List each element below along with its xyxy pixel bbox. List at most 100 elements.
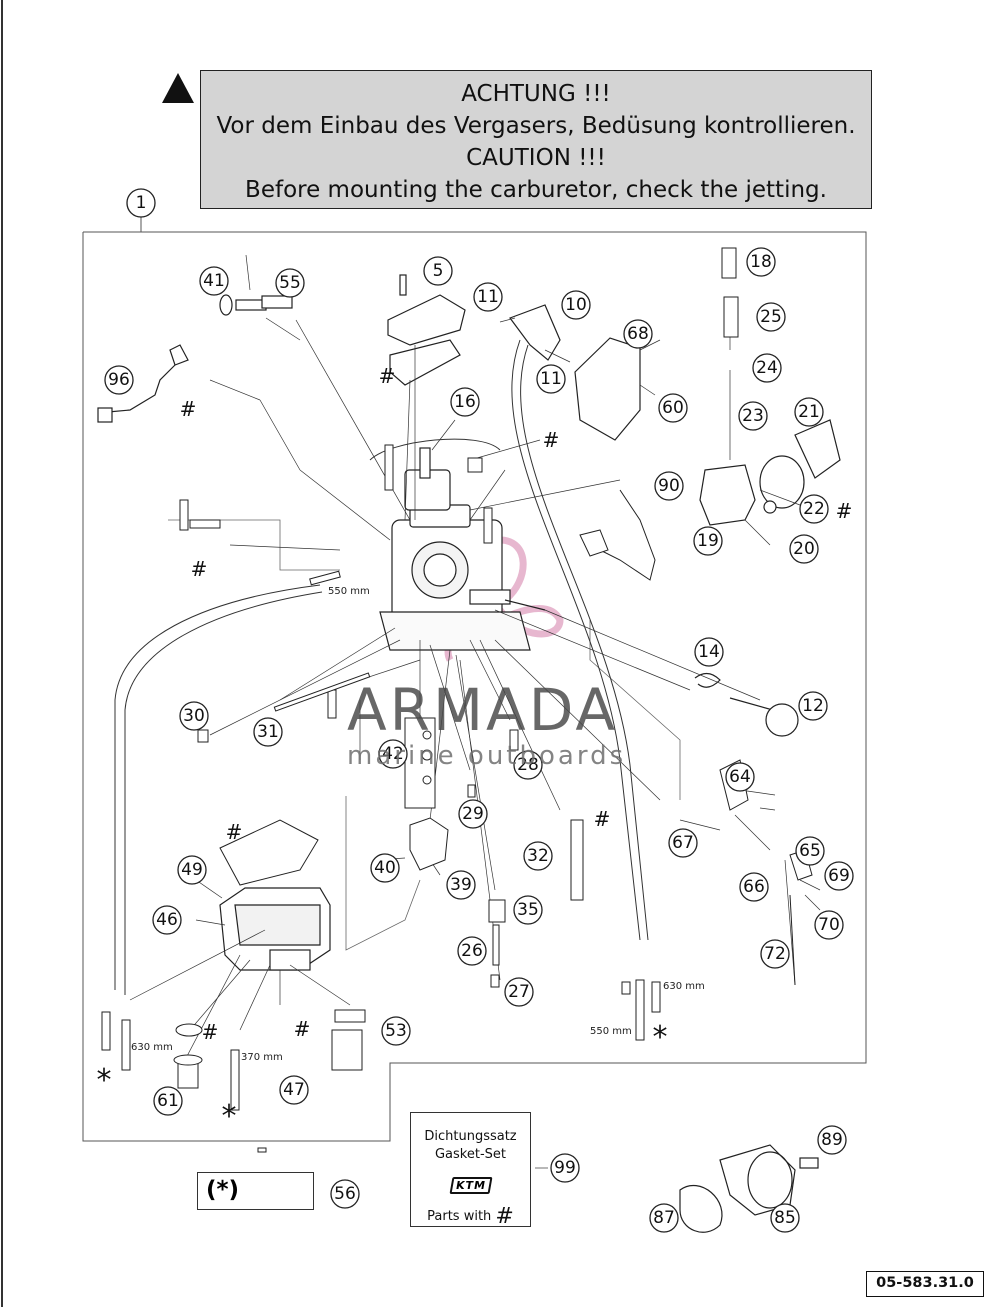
throttle-shaft (694, 672, 799, 737)
callout-20: 20 (793, 539, 815, 559)
callout-68: 68 (627, 324, 649, 344)
callout-32: 32 (527, 846, 549, 866)
callout-22: 22 (803, 499, 825, 519)
callout-circles (104, 188, 854, 1233)
callout-99: 99 (554, 1158, 576, 1178)
callout-41: 41 (203, 271, 225, 291)
warning-text-de: Vor dem Einbau des Vergasers, Bedüsung k… (216, 113, 856, 139)
watermark-subtitle: marine outboards (347, 741, 627, 771)
parts-with-label: Parts with (427, 1209, 492, 1224)
callout-11: 11 (477, 287, 499, 307)
inner-frame-left (168, 519, 340, 571)
hash-mark: # (294, 1017, 311, 1041)
hose-90 (599, 489, 656, 581)
callout-19: 19 (697, 531, 719, 551)
inner-frame-lower (345, 796, 421, 951)
callout-87: 87 (653, 1208, 675, 1228)
side-cover (574, 337, 641, 441)
callout-18: 18 (750, 252, 772, 272)
sensor-96 (97, 344, 189, 423)
callout-67: 67 (672, 833, 694, 853)
star-mark: * (222, 1099, 237, 1134)
top-cover (387, 274, 466, 386)
callout-25: 25 (760, 307, 782, 327)
warning-text-en: Before mounting the carburetor, check th… (245, 177, 827, 203)
watermark-brand: ARMADA (347, 676, 619, 744)
hash-mark: # (202, 1020, 219, 1044)
choke-parts (219, 294, 293, 316)
gasket-set-label-en: Gasket-Set (434, 1147, 506, 1162)
parts-with-note: Parts with # (411, 1204, 530, 1229)
callout-14: 14 (698, 642, 720, 662)
callout-27: 27 (508, 982, 530, 1002)
overflow-hose-left-b (124, 591, 323, 995)
callout-64: 64 (729, 767, 751, 787)
callout-60: 60 (662, 398, 684, 418)
callout-31: 31 (257, 722, 279, 742)
callout-21: 21 (798, 402, 820, 422)
vent-hose-right (511, 339, 641, 941)
warning-title-en: CAUTION !!! (466, 145, 606, 171)
callout-85: 85 (774, 1208, 796, 1228)
callout-30: 30 (183, 706, 205, 726)
callout-29: 29 (462, 804, 484, 824)
callout-47: 47 (283, 1080, 305, 1100)
vent-hose-right-b (520, 344, 649, 941)
warning-title-de: ACHTUNG !!! (461, 81, 611, 107)
callout-11: 11 (540, 369, 562, 389)
hardware-parts (101, 247, 813, 1201)
callout-46: 46 (156, 910, 178, 930)
callout-55: 55 (279, 273, 301, 293)
ktm-logo-icon: KTM (449, 1177, 493, 1194)
callout-24: 24 (756, 358, 778, 378)
bowl-gasket (219, 819, 319, 886)
callout-61: 61 (157, 1091, 179, 1111)
carburetor-body (379, 447, 546, 651)
callout-10: 10 (565, 295, 587, 315)
top-hose (369, 438, 501, 461)
accelerator-pump (699, 419, 841, 526)
callout-12: 12 (802, 696, 824, 716)
callout-89: 89 (821, 1130, 843, 1150)
sensor-connector (579, 529, 609, 557)
star-parts-label: (*) (206, 1177, 240, 1203)
dimension-label: 550 mm (590, 1026, 632, 1037)
callout-16: 16 (454, 392, 476, 412)
callout-70: 70 (818, 915, 840, 935)
callout-65: 65 (799, 841, 821, 861)
callout-66: 66 (743, 877, 765, 897)
callout-39: 39 (450, 875, 472, 895)
callout-90: 90 (658, 476, 680, 496)
hash-mark: # (191, 557, 208, 581)
warning-triangle-icon (162, 73, 194, 103)
dimension-label: 370 mm (241, 1052, 283, 1063)
float-bowl (219, 887, 331, 971)
callout-96: 96 (108, 370, 130, 390)
callout-53: 53 (385, 1021, 407, 1041)
callout-5: 5 (433, 261, 444, 281)
inner-frame-right (589, 620, 681, 800)
warning-box: ACHTUNG !!! Vor dem Einbau des Vergasers… (200, 70, 872, 209)
gasket-set-label-de: Dichtungssatz (424, 1129, 517, 1144)
hash-mark: # (495, 1204, 514, 1229)
dimension-label: 630 mm (663, 981, 705, 992)
callout-42: 42 (382, 744, 404, 764)
callout-72: 72 (764, 944, 786, 964)
callout-23: 23 (742, 406, 764, 426)
callout-1: 1 (136, 193, 147, 213)
callout-56: 56 (334, 1184, 356, 1204)
callout-69: 69 (828, 866, 850, 886)
hash-mark: # (836, 499, 853, 523)
hash-mark: # (226, 820, 243, 844)
drawing-code: 05-583.31.0 (866, 1271, 984, 1297)
callout-28: 28 (517, 755, 539, 775)
callout-26: 26 (461, 941, 483, 961)
assembly-frame (82, 231, 867, 1142)
star-mark: * (97, 1063, 112, 1098)
callout-49: 49 (181, 860, 203, 880)
overflow-hose-left (114, 584, 321, 990)
hash-mark: # (379, 364, 396, 388)
dimension-label: 630 mm (131, 1042, 173, 1053)
gasket-set-box: Dichtungssatz Gasket-Set KTM Parts with … (410, 1112, 531, 1229)
